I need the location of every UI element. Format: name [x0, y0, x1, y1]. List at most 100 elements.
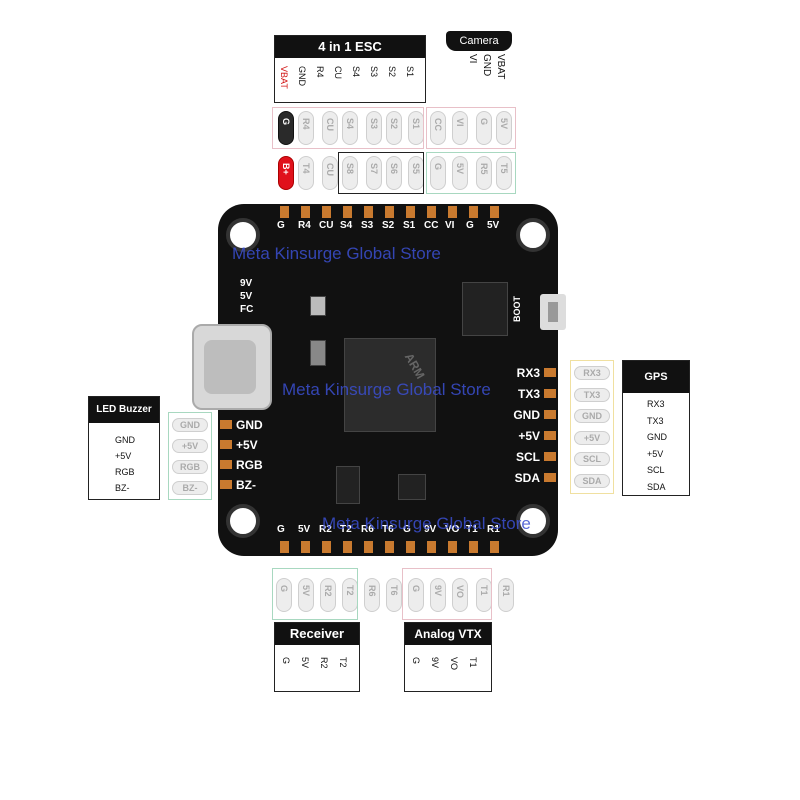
- esc2-tip-label: S5: [411, 163, 421, 175]
- bottom-tip-label: 5V: [301, 585, 311, 597]
- bottom-tip-label: G: [411, 585, 421, 593]
- esc-tip-5v: 5V: [496, 111, 512, 145]
- board-left-label-5v: +5V: [236, 438, 258, 452]
- bottom-tip-5v: 5V: [298, 578, 314, 612]
- board-right-label-rx3: RX3: [516, 366, 540, 380]
- receiver-pin-5v: 5V: [300, 657, 310, 669]
- esc-tip-label: S3: [369, 118, 379, 130]
- board-right-pad: [544, 368, 556, 377]
- led-tip-gnd: GND: [172, 418, 208, 432]
- board-left-label-gnd: GND: [236, 418, 263, 432]
- esc2-tip-label: S8: [345, 163, 355, 175]
- esc2-tip-s7: S7: [366, 156, 382, 190]
- gps-tip-gnd: GND: [574, 409, 610, 423]
- esc-pin-r4: R4: [315, 66, 325, 78]
- board-top-label-s1: S1: [403, 220, 416, 231]
- gyro-chip: [398, 474, 426, 500]
- board-label-boot: BOOT: [512, 296, 522, 322]
- esc2-tip-s8: S8: [342, 156, 358, 190]
- esc-tip-s3: S3: [366, 111, 382, 145]
- board-label-9v: 9V: [240, 278, 253, 289]
- bottom-tip-label: R1: [501, 585, 511, 597]
- esc-tip-label: G: [479, 118, 489, 126]
- esc-tip-label: S4: [345, 118, 355, 130]
- board-top-pad: [301, 206, 310, 218]
- esc-tip-vi: VI: [452, 111, 468, 145]
- bottom-tip-t6: T6: [386, 578, 402, 612]
- board-bottom-label-t6: T6: [382, 524, 394, 535]
- board-top-pad: [427, 206, 436, 218]
- bottom-tip-label: R6: [367, 585, 377, 597]
- esc-tip-label: G: [281, 118, 291, 126]
- camera-group-outline: [426, 107, 516, 149]
- esc2-tip-t5: T5: [496, 156, 512, 190]
- mount-hole-bottom-right: [516, 504, 550, 538]
- board-top-label-g: G: [277, 220, 285, 231]
- board-right-label-gnd: GND: [513, 408, 540, 422]
- esc-tip-cc: CC: [430, 111, 446, 145]
- vtx-pin-vo: VO: [449, 657, 459, 671]
- board-top-pad: [322, 206, 331, 218]
- board-top-label-vi: VI: [445, 220, 455, 231]
- board-label-5v: 5V: [240, 291, 253, 302]
- bottom-tip-g: G: [276, 578, 292, 612]
- esc2-tip-5v: 5V: [452, 156, 468, 190]
- gps-group-outline: [570, 360, 614, 494]
- board-left-pad: [220, 440, 232, 449]
- board-top-pad: [469, 206, 478, 218]
- board-right-label-scl: SCL: [516, 450, 540, 464]
- gps-tip-tx3: TX3: [574, 387, 610, 402]
- camera-label: Camera: [446, 31, 512, 51]
- board-top-pad: [490, 206, 499, 218]
- esc-tip-label: VI: [455, 118, 465, 127]
- board-bottom-label-r1: R1: [487, 524, 500, 535]
- board-left-pad: [220, 420, 232, 429]
- board-top-pad: [385, 206, 394, 218]
- board-right-pad: [544, 410, 556, 419]
- esc-pin-s2: S2: [387, 66, 397, 78]
- gps-tip-sda: SDA: [574, 473, 610, 488]
- board-top-label-g: G: [466, 220, 474, 231]
- bottom-tip-label: T2: [345, 585, 355, 596]
- board-bottom-label-r6: R6: [361, 524, 374, 535]
- esc-pin-s4: S4: [351, 66, 361, 78]
- board-left-label-rgb: RGB: [236, 458, 263, 472]
- watermark-middle: Meta Kinsurge Global Store: [282, 380, 491, 399]
- board-top-pad: [343, 206, 352, 218]
- baro-chip: [310, 340, 326, 366]
- gps-pin-rx3: RX3: [647, 399, 665, 409]
- led-pin-bz: BZ-: [115, 483, 130, 493]
- mount-hole-bottom-left: [226, 504, 260, 538]
- camera-title: Camera: [459, 35, 499, 47]
- gps-pin-tx3: TX3: [647, 415, 664, 426]
- gps-tip-rx3: RX3: [574, 366, 610, 380]
- board-top-pad: [406, 206, 415, 218]
- bottom-tip-r6: R6: [364, 578, 380, 612]
- vtx-pin-g: G: [411, 657, 421, 665]
- esc-pin-s1: S1: [405, 66, 415, 78]
- board-top-label-s3: S3: [361, 220, 374, 231]
- bottom-tip-9v: 9V: [430, 578, 446, 612]
- board-bottom-pad: [448, 541, 457, 553]
- board-bottom-label-9v: 9V: [424, 524, 437, 535]
- vtx-pin-t1: T1: [468, 657, 478, 668]
- board-right-pad: [544, 452, 556, 461]
- esc2-tip-t4: T4: [298, 156, 314, 190]
- led-tip-rgb: RGB: [172, 460, 208, 474]
- bottom-tip-label: T6: [389, 585, 399, 596]
- vtx-pin-9v: 9V: [430, 657, 440, 669]
- receiver-pin-g: G: [281, 657, 291, 665]
- board-right-label-5v: +5V: [518, 429, 540, 443]
- gps-tip-5v: +5V: [574, 430, 610, 445]
- led-tip-bz: BZ-: [172, 481, 208, 495]
- usb-c-port[interactable]: [192, 324, 272, 410]
- bottom-tip-g: G: [408, 578, 424, 612]
- gps-pin-gnd: GND: [647, 432, 667, 442]
- esc2-tip-g: G: [430, 156, 446, 190]
- board-bottom-label-g: G: [403, 524, 411, 535]
- led-buzzer-title: LED Buzzer: [89, 397, 159, 423]
- boot-button[interactable]: [540, 294, 566, 330]
